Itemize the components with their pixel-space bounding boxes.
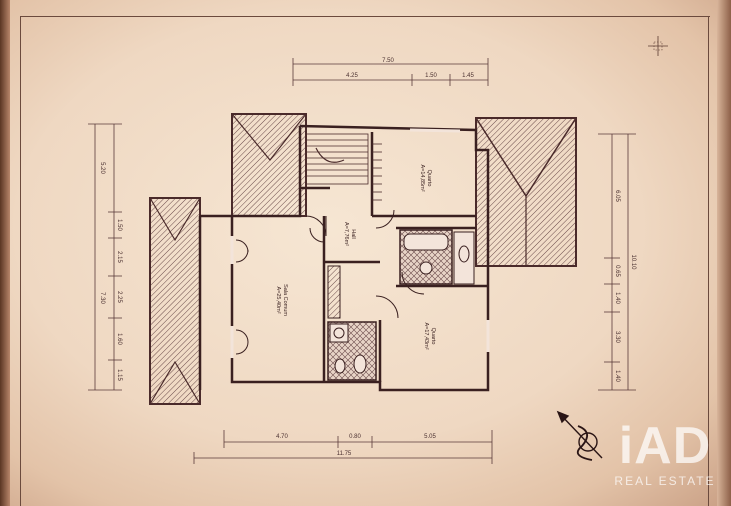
paper-border-right [708, 16, 709, 506]
top-dim-2: 1.50 [425, 73, 437, 79]
bottom-dim-2: 0.80 [349, 434, 361, 440]
top-dim-3: 1.45 [462, 73, 474, 79]
roof-left-bottom [149, 197, 201, 405]
room-area-hall: A=7,76m² [343, 222, 349, 246]
right-dim-3: 1.40 [614, 292, 620, 304]
door-swings [235, 209, 425, 355]
right-dim-1: 6.05 [614, 190, 620, 202]
right-dim-5: 1.40 [614, 370, 620, 382]
room-name-hall: Hall [350, 229, 356, 238]
left-dim-total: 7.30 [99, 292, 105, 304]
room-area-quarto-top: A=14,85m² [419, 164, 425, 191]
left-dim-6: 1.15 [116, 369, 122, 381]
bottom-dim-3: 5.05 [424, 434, 436, 440]
left-dim-5: 1.60 [116, 333, 122, 345]
closet [327, 265, 341, 319]
roof-right [475, 117, 577, 267]
roof-left-top [231, 113, 307, 217]
top-dim-total: 7.50 [382, 58, 394, 64]
bottom-dimensions [193, 430, 493, 464]
right-dim-4: 3.30 [614, 331, 620, 343]
bottom-dim-total: 11.75 [337, 451, 352, 457]
right-dim-total: 10.10 [630, 254, 636, 270]
left-dim-1: 5.20 [99, 162, 105, 174]
room-name-quarto-bottom: Quarto [430, 328, 436, 345]
room-area-quarto-bottom: A=17,43m² [423, 322, 429, 349]
paper-border-left [20, 16, 21, 506]
windows [230, 128, 490, 358]
left-dim-4: 2.25 [116, 291, 122, 303]
bottom-dim-1: 4.70 [276, 434, 288, 440]
north-arrow-icon [556, 410, 603, 461]
staircase [305, 133, 382, 201]
bathroom-top [399, 229, 475, 285]
room-name-sala: Sala Comum [282, 284, 288, 316]
right-dim-2: 0.65 [614, 265, 620, 277]
building-walls [198, 124, 490, 392]
bathroom-bottom [327, 321, 377, 381]
top-dimensions [292, 58, 489, 86]
left-dim-2: 1.50 [116, 219, 122, 231]
right-dimensions [598, 133, 636, 391]
paper-border-top [20, 16, 710, 17]
room-area-sala: A=25,40m² [275, 286, 281, 313]
top-dim-1: 4.25 [346, 73, 358, 79]
left-dimensions [88, 123, 122, 391]
crosshair-icon [648, 36, 668, 56]
left-dim-3: 2.15 [116, 251, 122, 263]
room-name-quarto-top: Quarto [426, 170, 432, 187]
